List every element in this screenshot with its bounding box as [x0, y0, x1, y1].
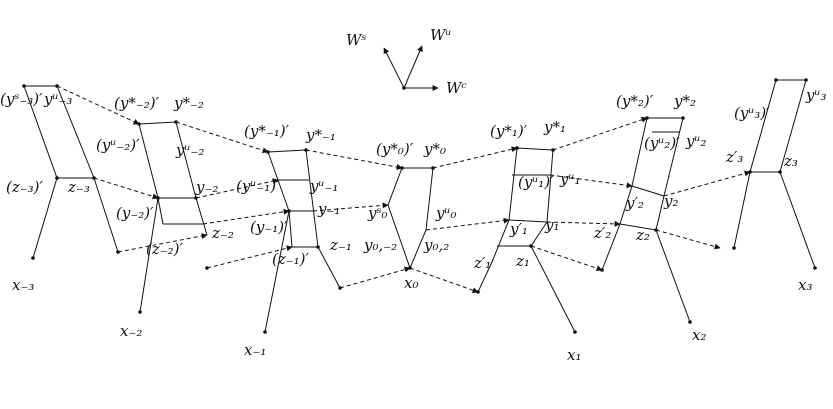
label-z-2p: z′₂	[593, 224, 611, 242]
label-ys-m1p: (y*₋₁)′	[244, 122, 290, 140]
label-z-m3: z₋₃	[67, 178, 90, 196]
label-yu-3p: (yᵘ₃)′	[734, 104, 770, 122]
label-yu-m1p: (yᵘ₋₁)′	[236, 177, 280, 195]
label-z-m2p: (z₋₂)′	[146, 240, 184, 258]
label-x-m1: x₋₁	[244, 341, 266, 359]
label-z-2: z₂	[635, 226, 650, 244]
label-ys-m1: y*₋₁	[305, 126, 336, 144]
label-yu-m2: yᵘ₋₂	[175, 141, 204, 159]
label-yu-3: yᵘ₃	[805, 86, 826, 104]
label-y-2p: y′₂	[625, 194, 644, 212]
stable-axis-label: Wˢ	[346, 31, 366, 49]
label-y-2: y₂	[663, 192, 679, 210]
label-x-m3: x₋₃	[12, 276, 34, 294]
label-y0s: yˢ₀	[367, 204, 388, 222]
label-yu-m1: yᵘ₋₁	[309, 177, 338, 195]
label-z-3: z₃	[783, 152, 798, 170]
label-z-3p: z′₃	[725, 148, 743, 166]
label-ys-1p: (y*₁)′	[490, 122, 528, 140]
label-x-1: x₁	[567, 346, 581, 364]
label-yu-m2p: (yᵘ₋₂)′	[96, 136, 140, 154]
dashed-arrows	[56, 85, 751, 294]
point-labels: (yˢ₋₃)′ yᵘ₋₃ (z₋₃)′ z₋₃ x₋₃ (y*₋₂)′ y*₋₂…	[0, 86, 826, 364]
label-ys-0: y*₀	[423, 140, 446, 158]
label-x-3: x₃	[798, 276, 812, 294]
label-y-m2p: (y₋₂)′	[116, 204, 154, 222]
label-ys-0p: (y*₀)′	[376, 140, 414, 158]
label-y-m1: y₋₁	[317, 200, 340, 218]
label-ys-m3p: (yˢ₋₃)′	[0, 90, 43, 108]
label-x-0: x₀	[404, 274, 418, 292]
label-z-m1p: (z₋₁)′	[272, 250, 310, 268]
label-yu-m3: yᵘ₋₃	[43, 90, 72, 108]
label-yu-1p: (yᵘ₁)′	[518, 173, 554, 191]
unstable-axis-label: Wᵘ	[430, 26, 451, 44]
center-axis-label: Wᶜ	[446, 79, 467, 97]
label-z-1p: z′₁	[473, 254, 491, 272]
label-z-1: z₁	[515, 252, 530, 270]
node-dots	[22, 78, 817, 334]
label-y0m2: y₀,₋₂	[363, 236, 397, 254]
label-y-m2: y₋₂	[195, 178, 218, 196]
label-z-m1: z₋₁	[329, 236, 352, 254]
label-y-m1p: (y₋₁)′	[250, 218, 288, 236]
label-z-m3p: (z₋₃)′	[6, 178, 44, 196]
axes-indicator	[383, 45, 439, 91]
label-y-1p: y′₁	[509, 220, 528, 238]
label-y0u: yᵘ₀	[435, 204, 456, 222]
label-ys-m2p: (y*₋₂)′	[114, 94, 160, 112]
label-ys-m2: y*₋₂	[173, 94, 204, 112]
label-y-1: y₁	[544, 216, 560, 234]
label-y02: y₀,₂	[423, 236, 449, 254]
label-z-m2: z₋₂	[211, 224, 234, 242]
label-ys-2: y*₂	[673, 92, 696, 110]
label-yu-2: yᵘ₂	[685, 132, 706, 150]
label-x-2: x₂	[692, 326, 706, 344]
label-yu-2p: (yᵘ₂)′	[644, 134, 680, 152]
unstable-axis-arrow	[403, 45, 423, 89]
label-ys-1: y*₁	[543, 118, 566, 136]
label-x-m2: x₋₂	[120, 322, 142, 340]
label-yu-1: yᵘ₁	[559, 170, 580, 188]
label-ys-2p: (y*₂)′	[616, 92, 654, 110]
stable-axis-arrow	[383, 47, 405, 89]
